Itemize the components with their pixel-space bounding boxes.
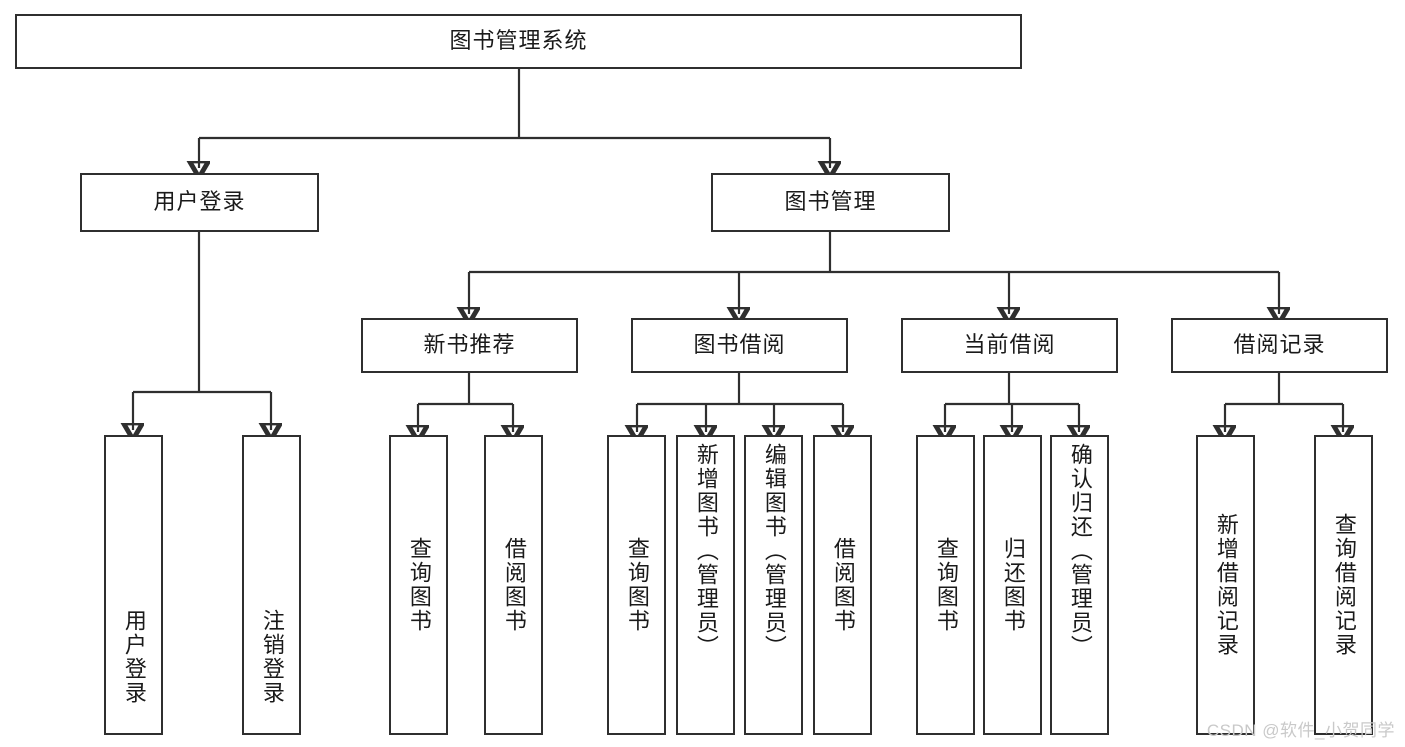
node-label: 借阅图书 xyxy=(830,537,856,633)
node-label: 借阅记录 xyxy=(1233,332,1326,358)
leaf-book-borrow-edit-book-admin[interactable]: 编辑图书（管理员） xyxy=(744,435,803,735)
node-root-book-management-system[interactable]: 图书管理系统 xyxy=(15,14,1022,69)
node-user-login[interactable]: 用户登录 xyxy=(80,173,319,232)
node-book-management[interactable]: 图书管理 xyxy=(711,173,950,232)
node-label: 注销登录 xyxy=(259,609,285,705)
node-label: 确认归还（管理员） xyxy=(1067,443,1093,659)
leaf-book-borrow-borrow-book[interactable]: 借阅图书 xyxy=(813,435,872,735)
leaf-current-borrow-query-book[interactable]: 查询图书 xyxy=(916,435,975,735)
leaf-current-borrow-confirm-return-admin[interactable]: 确认归还（管理员） xyxy=(1050,435,1109,735)
node-label: 借阅图书 xyxy=(501,537,527,633)
node-label: 当前借阅 xyxy=(963,332,1056,358)
leaf-borrow-records-query-record[interactable]: 查询借阅记录 xyxy=(1314,435,1373,735)
leaf-new-book-borrow-book[interactable]: 借阅图书 xyxy=(484,435,543,735)
leaf-book-borrow-add-book-admin[interactable]: 新增图书（管理员） xyxy=(676,435,735,735)
node-label: 查询图书 xyxy=(624,537,650,633)
node-book-borrow[interactable]: 图书借阅 xyxy=(631,318,848,373)
leaf-new-book-query-book[interactable]: 查询图书 xyxy=(389,435,448,735)
leaf-book-borrow-query-book[interactable]: 查询图书 xyxy=(607,435,666,735)
node-label: 图书管理 xyxy=(784,189,877,215)
node-borrow-records[interactable]: 借阅记录 xyxy=(1171,318,1388,373)
node-label: 归还图书 xyxy=(1000,537,1026,633)
node-label: 查询借阅记录 xyxy=(1331,513,1357,657)
node-label: 新书推荐 xyxy=(423,332,516,358)
node-label: 图书借阅 xyxy=(693,332,786,358)
node-label: 用户登录 xyxy=(121,609,147,705)
node-label: 用户登录 xyxy=(153,189,246,215)
node-new-book-recommend[interactable]: 新书推荐 xyxy=(361,318,578,373)
node-label: 新增借阅记录 xyxy=(1213,513,1239,657)
node-label: 新增图书（管理员） xyxy=(693,443,719,659)
leaf-borrow-records-add-record[interactable]: 新增借阅记录 xyxy=(1196,435,1255,735)
node-label: 编辑图书（管理员） xyxy=(761,443,787,659)
leaf-user-login-logout[interactable]: 注销登录 xyxy=(242,435,301,735)
watermark-text: CSDN @软件_小贺同学 xyxy=(1206,721,1395,740)
leaf-user-login-login[interactable]: 用户登录 xyxy=(104,435,163,735)
node-label: 查询图书 xyxy=(406,537,432,633)
node-current-borrow[interactable]: 当前借阅 xyxy=(901,318,1118,373)
leaf-current-borrow-return-book[interactable]: 归还图书 xyxy=(983,435,1042,735)
node-label: 图书管理系统 xyxy=(449,28,588,54)
node-label: 查询图书 xyxy=(933,537,959,633)
